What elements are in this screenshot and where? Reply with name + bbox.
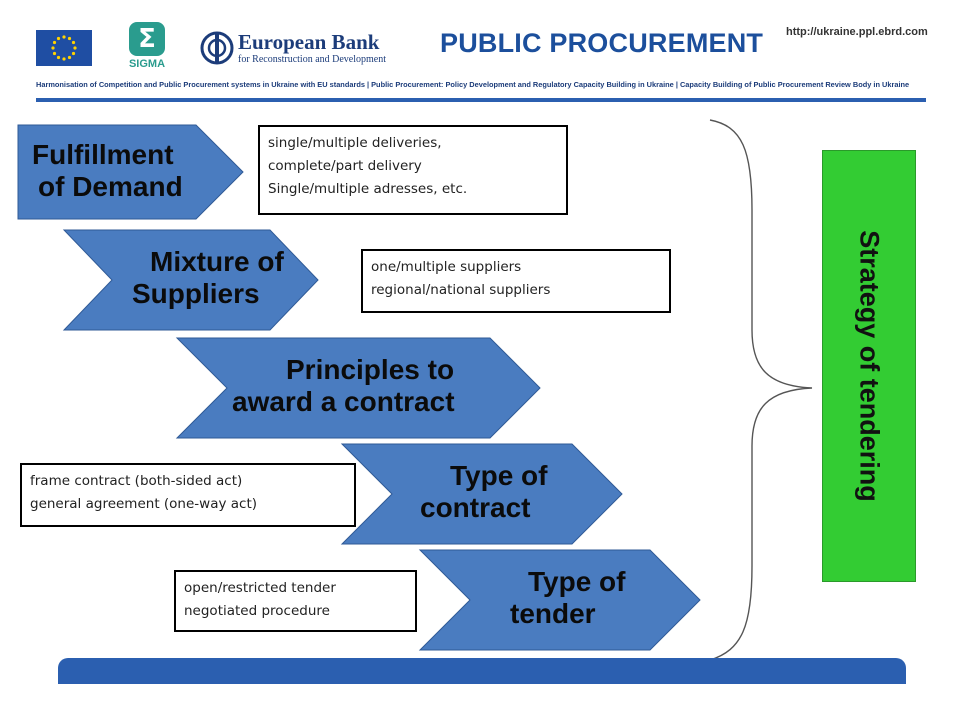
chevron-contract-line1: Type of xyxy=(450,460,548,491)
chevron-tender-line2: tender xyxy=(510,598,596,629)
note-contract-line1: frame contract (both-sided act) xyxy=(30,473,243,489)
chevron-principles: Principles to award a contract xyxy=(222,354,498,418)
chevron-suppliers-shape xyxy=(62,229,319,331)
chevron-fulfillment: Fulfillment of Demand xyxy=(18,139,218,203)
note-tender: open/restricted tender negotiated proced… xyxy=(174,570,417,632)
note-suppliers-line2: regional/national suppliers xyxy=(371,282,551,298)
program-line: Harmonisation of Competition and Public … xyxy=(36,80,910,89)
note-suppliers-line1: one/multiple suppliers xyxy=(371,259,522,275)
note-tender-line2: negotiated procedure xyxy=(184,603,330,619)
website-url: http://ukraine.ppl.ebrd.com xyxy=(786,26,928,38)
note-contract: frame contract (both-sided act) general … xyxy=(20,463,356,527)
chevron-tender-shape xyxy=(418,549,701,651)
chevron-principles-line1: Principles to xyxy=(286,354,455,385)
ebrd-subtitle: for Reconstruction and Development xyxy=(238,54,387,65)
chevron-suppliers-line1: Mixture of xyxy=(150,246,284,277)
note-tender-line1: open/restricted tender xyxy=(184,580,336,596)
chevron-fulfillment-line2: of Demand xyxy=(38,171,183,202)
eu-flag-logo xyxy=(36,30,92,66)
note-deliveries-line3: Single/multiple adresses, etc. xyxy=(268,181,468,197)
chevron-tender-line1: Type of xyxy=(528,566,626,597)
sigma-icon: Σ xyxy=(129,22,165,56)
footer-bar xyxy=(58,658,906,684)
note-deliveries: single/multiple deliveries, complete/par… xyxy=(258,125,568,215)
strategy-label: Strategy of tendering xyxy=(854,230,885,502)
chevron-fulfillment-shape xyxy=(17,124,244,220)
chevron-contract: Type of contract xyxy=(400,460,580,524)
note-deliveries-line2: complete/part delivery xyxy=(268,158,422,174)
ebrd-name: European Bank xyxy=(238,30,380,54)
chevron-contract-shape xyxy=(340,443,623,545)
chevron-fulfillment-line1: Fulfillment xyxy=(32,139,174,170)
chevron-principles-shape xyxy=(175,337,541,439)
header-divider xyxy=(36,98,926,102)
chevron-suppliers-line2: Suppliers xyxy=(132,278,260,309)
strategy-box: Strategy of tendering xyxy=(822,150,916,582)
chevron-contract-line2: contract xyxy=(420,492,531,523)
chevron-principles-line2: award a contract xyxy=(232,386,455,417)
note-contract-line2: general agreement (one-way act) xyxy=(30,496,258,512)
note-suppliers: one/multiple suppliers regional/national… xyxy=(361,249,671,313)
curly-brace-shape xyxy=(709,119,813,661)
ebrd-emblem-icon xyxy=(200,30,234,66)
chevron-suppliers: Mixture of Suppliers xyxy=(118,246,318,310)
chevron-tender: Type of tender xyxy=(478,566,658,630)
sigma-label: SIGMA xyxy=(128,58,166,70)
page-title: PUBLIC PROCUREMENT xyxy=(440,28,764,58)
sigma-logo: Σ SIGMA xyxy=(124,22,170,74)
note-deliveries-line1: single/multiple deliveries, xyxy=(268,135,442,151)
